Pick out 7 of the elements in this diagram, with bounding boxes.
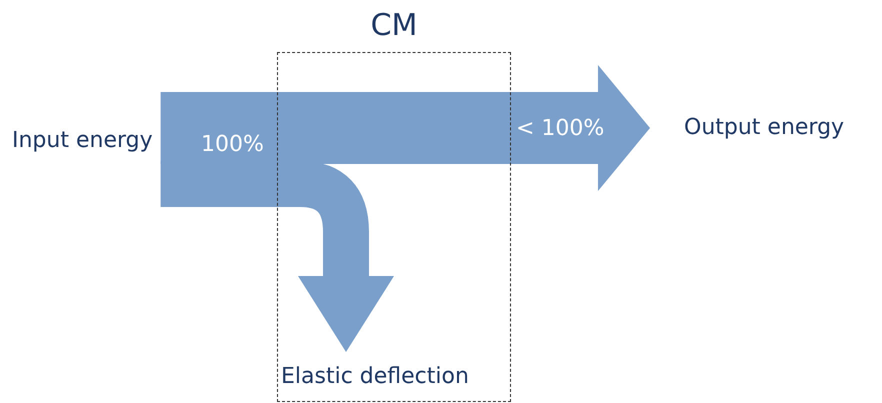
flow-arrow [160, 65, 650, 191]
node-label: Elastic deflection [281, 364, 469, 389]
percentage-label: < 100% [516, 116, 604, 141]
percentage-label: 100% [201, 132, 264, 157]
group-title: CM [370, 8, 418, 43]
node-label: Output energy [684, 115, 844, 140]
node-label: Input energy [12, 128, 153, 153]
